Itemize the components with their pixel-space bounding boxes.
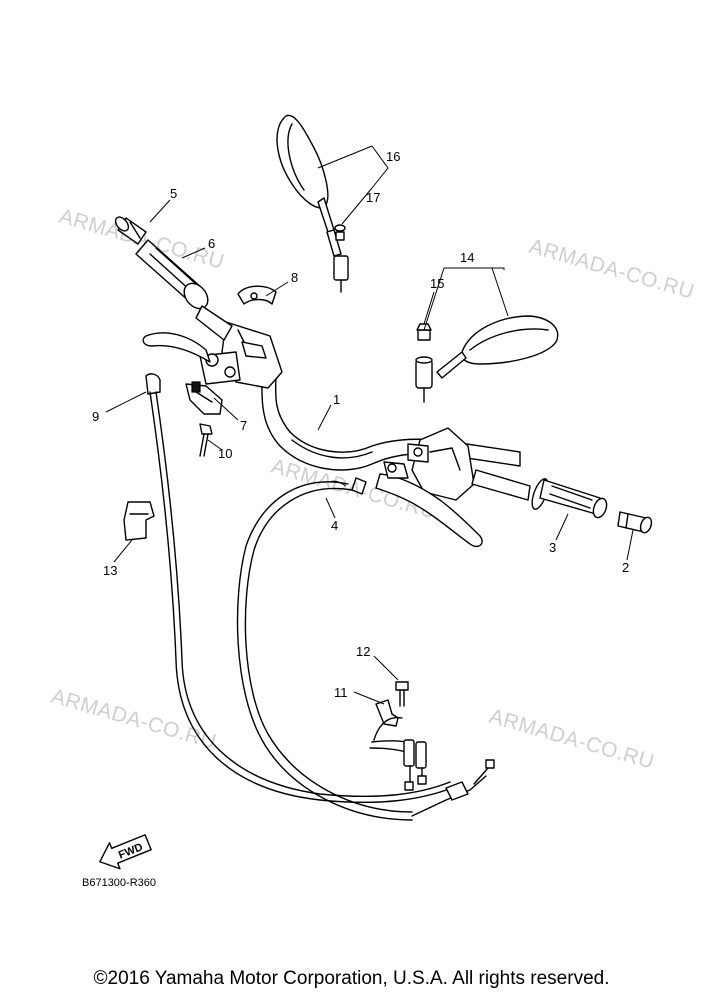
callout-11: 11 bbox=[334, 685, 348, 700]
callout-12: 12 bbox=[356, 644, 370, 659]
left-switch-housing bbox=[199, 321, 283, 389]
right-grip bbox=[471, 469, 608, 519]
callout-13: 13 bbox=[103, 563, 117, 578]
callout-17: 17 bbox=[366, 190, 380, 205]
callout-7: 7 bbox=[240, 418, 247, 433]
callout-14: 14 bbox=[460, 250, 474, 265]
callout-8: 8 bbox=[291, 270, 298, 285]
fwd-arrow-icon: FWD bbox=[99, 834, 152, 870]
copyright-notice: ©2016 Yamaha Motor Corporation, U.S.A. A… bbox=[93, 968, 610, 989]
clutch-cable bbox=[145, 373, 453, 804]
leader-lines bbox=[105, 145, 634, 705]
watermark: ARMADA-CO.RU bbox=[487, 705, 657, 774]
callout-4: 4 bbox=[331, 518, 338, 533]
callout-15: 15 bbox=[430, 276, 444, 291]
diagram-code: B671300-R360 bbox=[82, 877, 156, 889]
callout-numbers: 1 2 3 4 5 6 7 8 9 10 11 12 13 14 15 16 1… bbox=[92, 149, 629, 700]
cable-holder-13 bbox=[123, 501, 155, 541]
left-mirror bbox=[276, 114, 349, 293]
callout-10: 10 bbox=[218, 446, 232, 461]
clamp-7 bbox=[185, 381, 223, 415]
callout-9: 9 bbox=[92, 409, 99, 424]
clutch-lever bbox=[142, 332, 211, 363]
bolt-10 bbox=[199, 423, 213, 457]
watermark: ARMADA-CO.RU bbox=[527, 235, 697, 304]
callout-5: 5 bbox=[170, 186, 177, 201]
throttle-cables bbox=[236, 477, 413, 821]
right-mirror bbox=[415, 315, 559, 403]
callout-16: 16 bbox=[386, 149, 400, 164]
callout-3: 3 bbox=[549, 540, 556, 555]
screw-12 bbox=[395, 681, 409, 707]
callout-2: 2 bbox=[622, 560, 629, 575]
cable-bracket-11 bbox=[373, 699, 403, 741]
brake-lever bbox=[375, 461, 483, 548]
right-switch-housing bbox=[407, 427, 475, 501]
cable-ends bbox=[369, 739, 495, 817]
right-grip-end bbox=[617, 511, 653, 534]
watermarks: ARMADA-CO.RU ARMADA-CO.RU ARMADA-CO.RU A… bbox=[49, 205, 697, 774]
holder-8 bbox=[237, 285, 277, 305]
callout-1: 1 bbox=[333, 392, 340, 407]
left-grip-end bbox=[114, 216, 147, 245]
callout-6: 6 bbox=[208, 236, 215, 251]
watermark: ARMADA-CO.RU bbox=[49, 685, 219, 754]
left-grip bbox=[135, 239, 233, 341]
